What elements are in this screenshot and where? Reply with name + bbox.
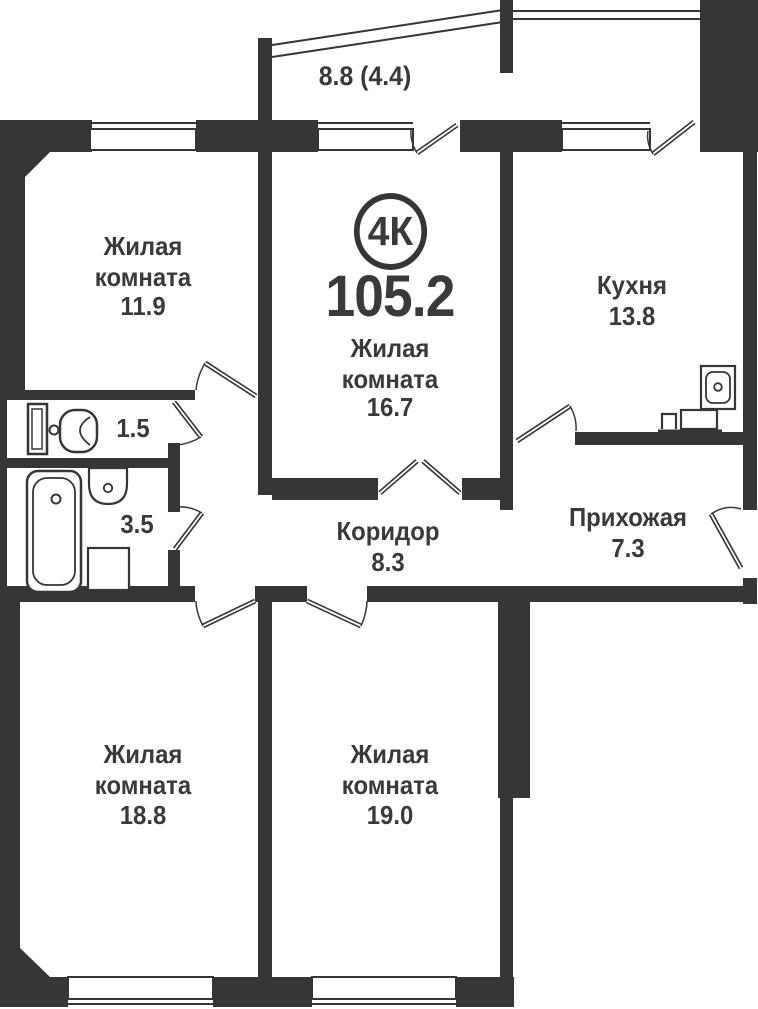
wall-segment [575,432,757,445]
room-label-living-bottom-left: Жилая комната [94,739,192,800]
room-area-living-top-left: 11.9 [120,291,166,321]
total-area-label: 105.2 [325,264,456,329]
wall-segment [255,586,307,602]
wall-segment [500,152,513,510]
room-area-kitchen: 13.8 [608,301,656,331]
wall-segment [498,602,530,798]
room-area-living-bottom-middle: 19.0 [366,800,414,830]
wall-segment [743,152,757,510]
wall-segment [258,602,272,977]
room-area-bathroom: 3.5 [120,509,154,539]
room-area-hallway: 7.3 [611,533,645,563]
wall-segment [258,120,272,495]
room-area-living-bottom-left: 18.8 [119,800,167,830]
room-label-living-bottom-middle: Жилая комната [341,739,439,800]
room-label-living-center: Жилая комната [341,333,439,394]
wall-segment [168,443,180,460]
wall-segment [0,120,25,392]
apartment-type-label: 4К [367,208,414,254]
sink-icon [87,466,129,506]
wall-segment [0,586,195,602]
room-area-corridor: 8.3 [371,547,405,577]
wall-segment [168,468,180,512]
wall-segment [213,977,312,1007]
wall-corner-top-right [700,0,758,152]
balcony-area-label: 8.8 (4.4) [318,61,412,91]
wall-segment [196,120,318,152]
wall-segment [460,120,562,152]
wall-segment [0,977,68,1007]
bathtub-icon [25,469,83,594]
kitchen-sink-icon [699,364,737,411]
wall-segment [456,977,514,1007]
room-label-hallway: Прихожая [568,502,688,532]
room-label-corridor: Коридор [336,516,440,546]
wall-segment [462,478,513,500]
balcony-glazing-lines [271,9,712,58]
stove-icon [658,408,722,433]
wall-segment [168,550,180,588]
wall-segment [500,798,513,977]
wall-segment [272,478,378,500]
room-area-wc: 1.5 [116,413,150,443]
wall-segment [367,586,757,602]
washing-machine-icon [86,546,131,592]
corner-chamfer [20,948,50,977]
wall-segment [7,458,180,468]
toilet-icon [26,402,99,456]
wall-segment [7,390,195,400]
room-area-living-center: 16.7 [366,392,414,422]
balcony-post [258,38,272,122]
balcony-post [500,0,513,73]
wall-segment [0,392,7,588]
corner-chamfer [25,148,54,177]
room-label-living-top-left: Жилая комната [94,231,192,292]
room-label-kitchen: Кухня [597,270,667,300]
apartment-type-badge: 4К [353,193,428,270]
wall-segment [0,586,20,1007]
